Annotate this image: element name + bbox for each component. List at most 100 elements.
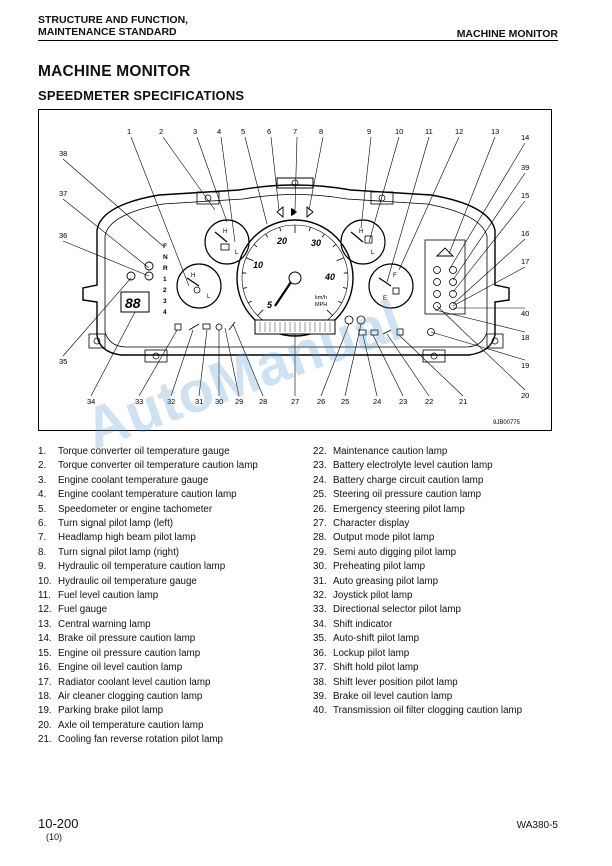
legend-item-number: 20. (38, 719, 52, 731)
legend-item-number: 16. (38, 662, 52, 674)
turn-signal-right-icon (306, 206, 314, 218)
section-line-2: MAINTENANCE STANDARD (38, 26, 177, 38)
callout-leader (452, 172, 526, 281)
legend-item-text: Fuel level caution lamp (58, 590, 159, 602)
legend-item-number: 29. (313, 546, 327, 558)
legend-list-left: 1.Torque converter oil temperature gauge… (38, 445, 258, 748)
lower-pilot-lamps-left (174, 321, 236, 331)
speedo-tick-30: 30 (311, 238, 321, 248)
section-line-1: STRUCTURE AND FUNCTION, (38, 14, 189, 26)
legend-item-number: 24. (313, 474, 327, 486)
legend-item: 27.Character display (313, 517, 522, 531)
legend-item: 12.Fuel gauge (38, 603, 258, 617)
legend-item-text: Auto greasing pilot lamp (333, 575, 439, 587)
legend-item-text: Engine coolant temperature caution lamp (58, 489, 237, 501)
legend-item-text: Battery electrolyte level caution lamp (333, 460, 493, 472)
legend-item: 39.Brake oil level caution lamp (313, 690, 522, 704)
legend-item: 26.Emergency steering pilot lamp (313, 503, 522, 517)
legend-item: 5.Speedometer or engine tachometer (38, 503, 258, 517)
callout-number: 12 (455, 127, 463, 136)
legend-item-text: Steering oil pressure caution lamp (333, 489, 482, 501)
legend-item: 16.Engine oil level caution lamp (38, 661, 258, 675)
coolant-gauge-h: H (223, 229, 227, 235)
callout-number: 30 (215, 397, 223, 406)
turn-signal-left-icon (276, 206, 284, 218)
callout-number: 34 (87, 397, 95, 406)
fuel-gauge-f: F (393, 273, 397, 279)
speedo-tick-5: 5 (267, 300, 273, 310)
legend-item-text: Turn signal pilot lamp (right) (58, 546, 180, 558)
legend-item-text: Radiator coolant level caution lamp (58, 676, 211, 688)
speedo-unit-mph: MPH (315, 302, 327, 308)
legend-item-number: 25. (313, 489, 327, 501)
gear-2: 2 (163, 287, 167, 294)
speedo-tick-mark (308, 227, 311, 232)
hydraulic-gauge-l: L (371, 250, 375, 256)
legend-item-text: Joystick pilot lamp (333, 590, 413, 602)
callout-number: 24 (373, 397, 381, 406)
callout-leader (448, 142, 526, 271)
callout-leader (372, 334, 404, 397)
legend-item: 20.Axle oil temperature caution lamp (38, 719, 258, 733)
legend-item: 33.Directional selector pilot lamp (313, 603, 522, 617)
callout-leader (196, 136, 228, 223)
callout-number: 33 (135, 397, 143, 406)
callout-leader (368, 136, 400, 243)
callout-number: 13 (491, 127, 499, 136)
callout-leader (138, 329, 178, 397)
model-number: WA380-5 (516, 820, 558, 831)
legend-item-number: 23. (313, 460, 327, 472)
legend-item: 11.Fuel level caution lamp (38, 589, 258, 603)
callout-number: 2 (159, 127, 163, 136)
legend-item-number: 39. (313, 690, 327, 702)
callout-leader (308, 136, 324, 211)
gear-n: N (163, 254, 168, 261)
legend-item-number: 38. (313, 676, 327, 688)
legend-item-number: 15. (38, 647, 52, 659)
legend-item-text: Semi auto digging pilot lamp (333, 546, 457, 558)
revision-number: (10) (46, 832, 63, 842)
callout-leader (434, 309, 526, 333)
chapter-header: MACHINE MONITOR (456, 28, 558, 40)
legend-item: 10.Hydraulic oil temperature gauge (38, 575, 258, 589)
callout-leader (398, 334, 464, 397)
gear-4: 4 (163, 309, 167, 316)
legend-item: 29. Semi auto digging pilot lamp (313, 546, 522, 560)
legend-item-text: Output mode pilot lamp (333, 532, 435, 544)
speedo-tick-40: 40 (324, 272, 335, 282)
callout-number: 28 (259, 397, 267, 406)
legend-item: 13.Central warning lamp (38, 618, 258, 632)
speedo-tick-mark (336, 257, 345, 262)
legend-item-text: Directional selector pilot lamp (333, 604, 461, 616)
legend-item-text: Battery charge circuit caution lamp (333, 474, 484, 486)
legend-item: 2.Torque converter oil temperature cauti… (38, 459, 258, 473)
speedo-tick-20: 20 (276, 236, 287, 246)
callout-number: 16 (521, 229, 529, 238)
callout-number: 37 (59, 189, 67, 198)
legend-item-number: 22. (313, 446, 327, 457)
legend-item: 22.Maintenance caution lamp (313, 445, 522, 459)
legend-item-text: Shift lever position pilot lamp (333, 676, 458, 688)
legend-item: 24. Battery charge circuit caution lamp (313, 474, 522, 488)
figure-ref: 9JB00775 (493, 420, 521, 426)
legend-item-number: 35. (313, 633, 327, 645)
legend-item: 15.Engine oil pressure caution lamp (38, 647, 258, 661)
legend-item-number: 19. (38, 705, 52, 717)
speedo-tick-mark (321, 233, 325, 238)
legend-item-text: Turn signal pilot lamp (left) (58, 518, 174, 530)
shift-indicator-digits: 88 (125, 295, 141, 311)
torque-converter-gauge: H L (176, 263, 222, 309)
callout-leader (130, 136, 190, 287)
legend-item: 18.Air cleaner clogging caution lamp (38, 690, 258, 704)
gear-r: R (163, 265, 168, 272)
callout-number: 29 (235, 397, 243, 406)
legend-item: 25. Steering oil pressure caution lamp (313, 488, 522, 502)
callout-leader (220, 136, 236, 243)
callout-number: 5 (241, 127, 245, 136)
callout-number: 11 (425, 127, 433, 136)
callout-number: 4 (217, 127, 221, 136)
hydraulic-oil-gauge: H L (340, 219, 386, 265)
legend-item: 6.Turn signal pilot lamp (left) (38, 517, 258, 531)
legend-item-text: Cooling fan reverse rotation pilot lamp (58, 734, 224, 746)
page-number: 10-200 (38, 816, 79, 831)
